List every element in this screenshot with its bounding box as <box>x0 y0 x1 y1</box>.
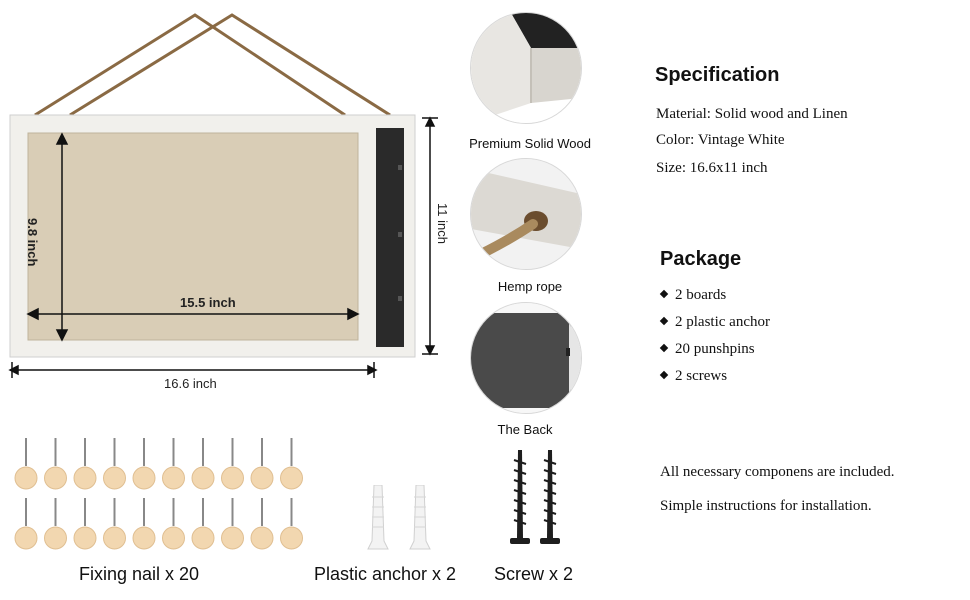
pushpin-icon <box>44 498 67 550</box>
pushpin-icon <box>103 438 126 490</box>
pushpin-icon <box>221 498 244 550</box>
pushpin-icon <box>280 438 303 490</box>
pushpin-icon <box>162 438 185 490</box>
package-item: 20 punshpins <box>659 341 755 358</box>
pushpin-icon <box>132 438 156 490</box>
board-back-detail <box>470 302 582 414</box>
pushpin-icon <box>103 498 126 550</box>
outer-height-label: 11 inch <box>435 203 450 244</box>
board-illustration <box>8 13 438 378</box>
pushpin-icon <box>191 438 215 490</box>
anchor-label: Plastic anchor x 2 <box>314 564 457 584</box>
pushpin-icon <box>132 498 156 550</box>
outer-width-label: 16.6 inch <box>164 376 217 391</box>
package-item: 2 plastic anchor <box>659 314 770 331</box>
screw-illustration <box>510 450 560 544</box>
detail-caption-wood: Premium Solid Wood <box>469 136 591 151</box>
note-instructions: Simple instructions for installation. <box>660 498 872 514</box>
note-components: All necessary componens are included. <box>660 464 895 480</box>
chalk-strip <box>376 128 404 347</box>
pushpin-icon <box>280 498 303 550</box>
spec-color: Color: Vintage White <box>656 132 785 148</box>
screw-label: Screw x 2 <box>494 564 574 584</box>
inner-width-label: 15.5 inch <box>180 295 236 310</box>
pins-label: Fixing nail x 20 <box>79 564 200 584</box>
plastic-anchor-illustration <box>367 485 431 550</box>
pushpin-icon <box>14 438 38 490</box>
package-title: Package <box>660 248 742 270</box>
pushpin-icon <box>221 438 244 490</box>
pushpins-illustration <box>14 438 303 550</box>
pushpin-icon <box>73 498 97 550</box>
package-item: 2 boards <box>659 287 726 304</box>
pushpin-icon <box>73 438 97 490</box>
detail-caption-rope: Hemp rope <box>497 279 563 294</box>
pushpin-icon <box>250 498 274 550</box>
pushpin-icon <box>14 498 38 550</box>
pushpin-icon <box>250 438 274 490</box>
pushpin-icon <box>44 438 67 490</box>
detail-caption-back: The Back <box>497 422 553 437</box>
linen-panel <box>27 132 359 341</box>
hemp-rope-detail <box>470 158 582 270</box>
pushpin-icon <box>162 498 185 550</box>
inner-height-label: 9.8 inch <box>25 218 40 267</box>
spec-size: Size: 16.6x11 inch <box>656 160 768 176</box>
pushpin-icon <box>191 498 215 550</box>
package-item: 2 screws <box>659 368 727 385</box>
spec-material: Material: Solid wood and Linen <box>656 106 848 122</box>
wood-corner-detail <box>470 12 582 124</box>
specification-title: Specification <box>655 64 780 86</box>
hanging-rope <box>34 13 391 117</box>
